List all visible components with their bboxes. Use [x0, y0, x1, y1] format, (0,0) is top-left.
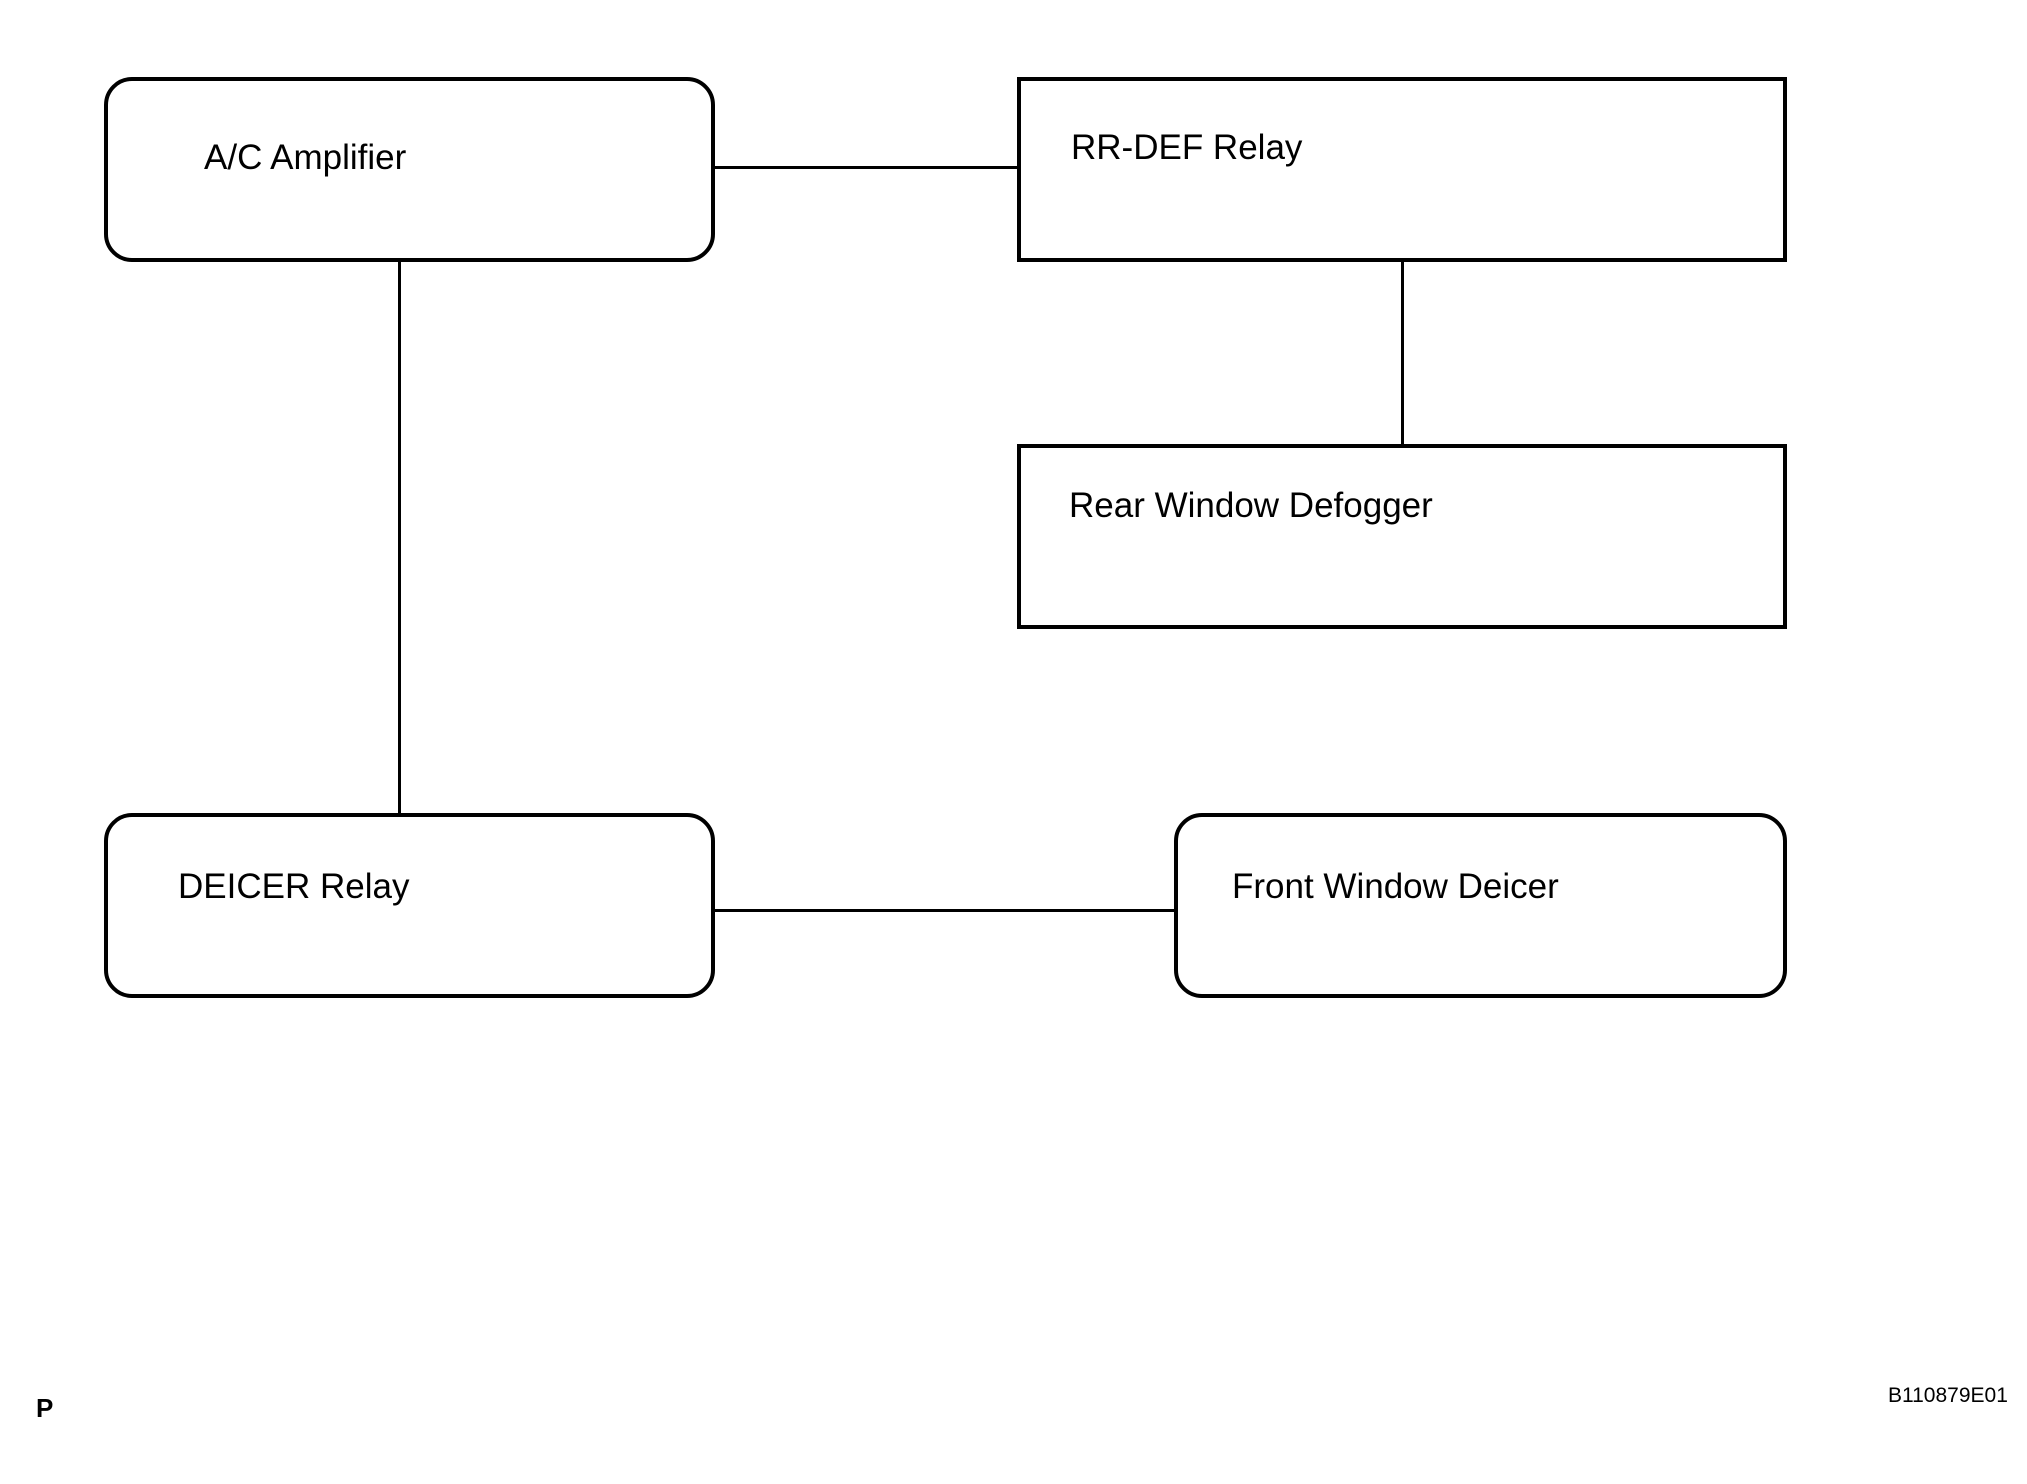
deicer-relay-block: DEICER Relay	[104, 813, 715, 998]
wire-ac-amplifier-to-rr-def-relay	[712, 166, 1019, 169]
ac-amplifier-label: A/C Amplifier	[204, 138, 407, 177]
ac-amplifier-block: A/C Amplifier	[104, 77, 715, 262]
deicer-relay-label: DEICER Relay	[178, 867, 410, 906]
front-window-deicer-block: Front Window Deicer	[1174, 813, 1787, 998]
rear-window-defogger-label: Rear Window Defogger	[1069, 486, 1433, 525]
rear-window-defogger-block: Rear Window Defogger	[1017, 444, 1787, 629]
wire-deicer-relay-to-front-window-deicer	[712, 909, 1176, 912]
rr-def-relay-block: RR-DEF Relay	[1017, 77, 1787, 262]
page-letter: P	[36, 1393, 54, 1423]
wire-ac-amplifier-to-deicer-relay	[398, 260, 401, 815]
figure-code: B110879E01	[1888, 1384, 2008, 1407]
front-window-deicer-label: Front Window Deicer	[1232, 867, 1559, 906]
rr-def-relay-label: RR-DEF Relay	[1071, 128, 1303, 167]
wire-rr-def-relay-to-rear-window-defogger	[1401, 260, 1404, 446]
